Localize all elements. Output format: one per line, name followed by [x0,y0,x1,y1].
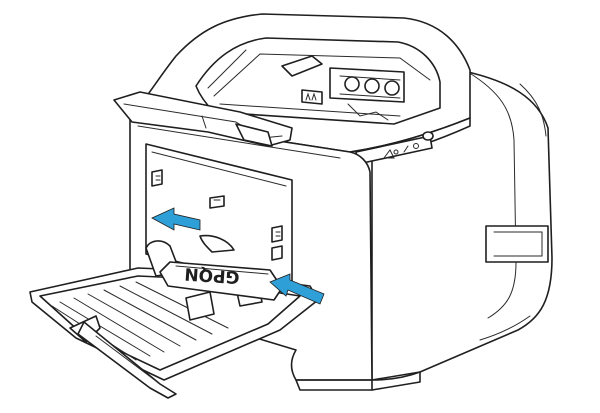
guide-arrow-upper [151,207,201,231]
paper-guide-left-icon [151,169,163,187]
printer-top-cover [129,13,471,153]
rear-output-support [113,91,293,147]
status-light-icons [383,143,419,159]
printer-base [295,371,421,391]
roller-assembly [329,67,405,121]
envelope-label: GPQN [184,263,240,287]
paper-guide-right-icon [271,225,283,261]
guide-arrow-lower [269,273,325,305]
tray-guide-left [185,291,215,321]
warning-label [301,89,323,105]
envelope: GPQN [159,234,283,301]
